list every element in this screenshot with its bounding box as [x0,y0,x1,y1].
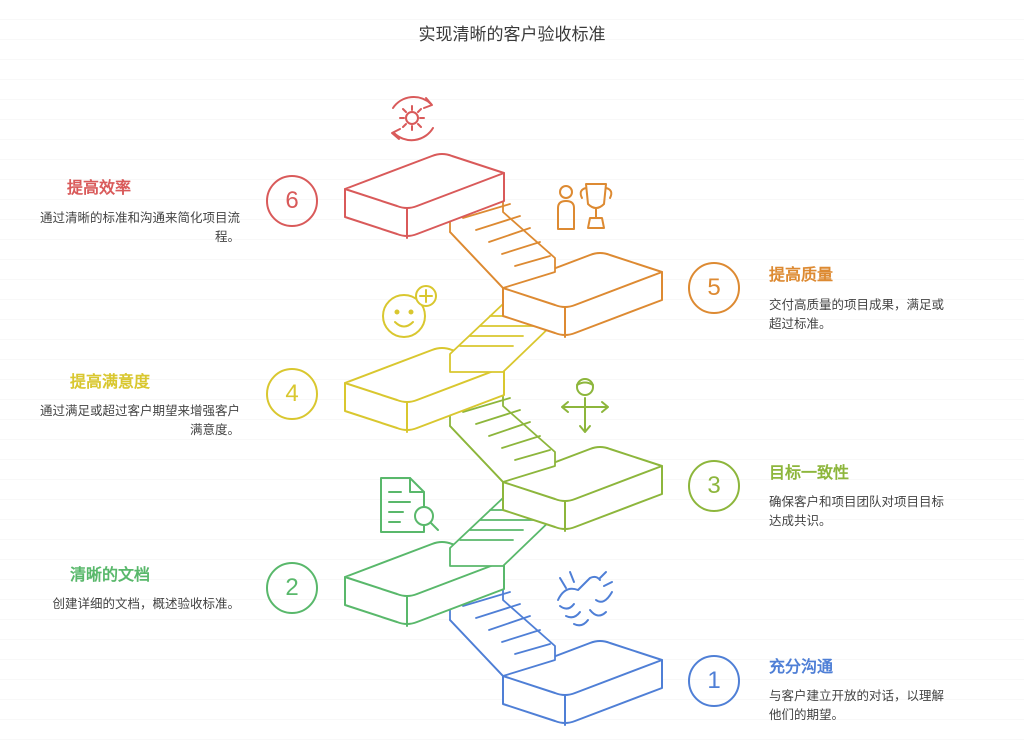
step-2-label: 清晰的文档 [70,565,151,584]
step-3-label: 目标一致性 [769,463,850,482]
page-title: 实现清晰的客户验收标准 [418,25,606,45]
step-3-description: 确保客户和项目团队对项目目标达成共识。 [769,494,945,528]
step-2-description: 创建详细的文档，概述验收标准。 [52,596,240,611]
handshake-icon [557,571,613,627]
step-6-description: 通过清晰的标准和沟通来简化项目流程。 [40,210,241,244]
step-3-number-badge: 3 [688,460,740,512]
document-search-icon [380,477,439,533]
step-5-number-badge: 5 [688,262,740,314]
step-6-label: 提高效率 [67,178,132,197]
step-2-number-badge: 2 [266,562,318,614]
step-5-description: 交付高质量的项目成果，满足或超过标准。 [769,297,945,331]
stairs-6-to-5 [449,193,556,289]
step-4-label: 提高满意度 [70,372,151,391]
stairs-2-to-1 [449,581,556,677]
gear-cycle-icon [391,96,434,142]
person-trophy-icon [557,183,613,230]
step-1-description: 与客户建立开放的对话，以理解他们的期望。 [769,688,945,722]
step-4-description: 通过满足或超过客户期望来增强客户满意度。 [40,403,241,437]
platform-6 [344,153,505,239]
step-6-number-badge: 6 [266,175,318,227]
smiley-plus-icon [382,285,437,338]
person-arrows-icon [561,378,609,433]
step-1-number-badge: 1 [688,655,740,707]
step-5-label: 提高质量 [769,265,834,284]
step-4-number-badge: 4 [266,368,318,420]
step-1-label: 充分沟通 [769,657,834,676]
